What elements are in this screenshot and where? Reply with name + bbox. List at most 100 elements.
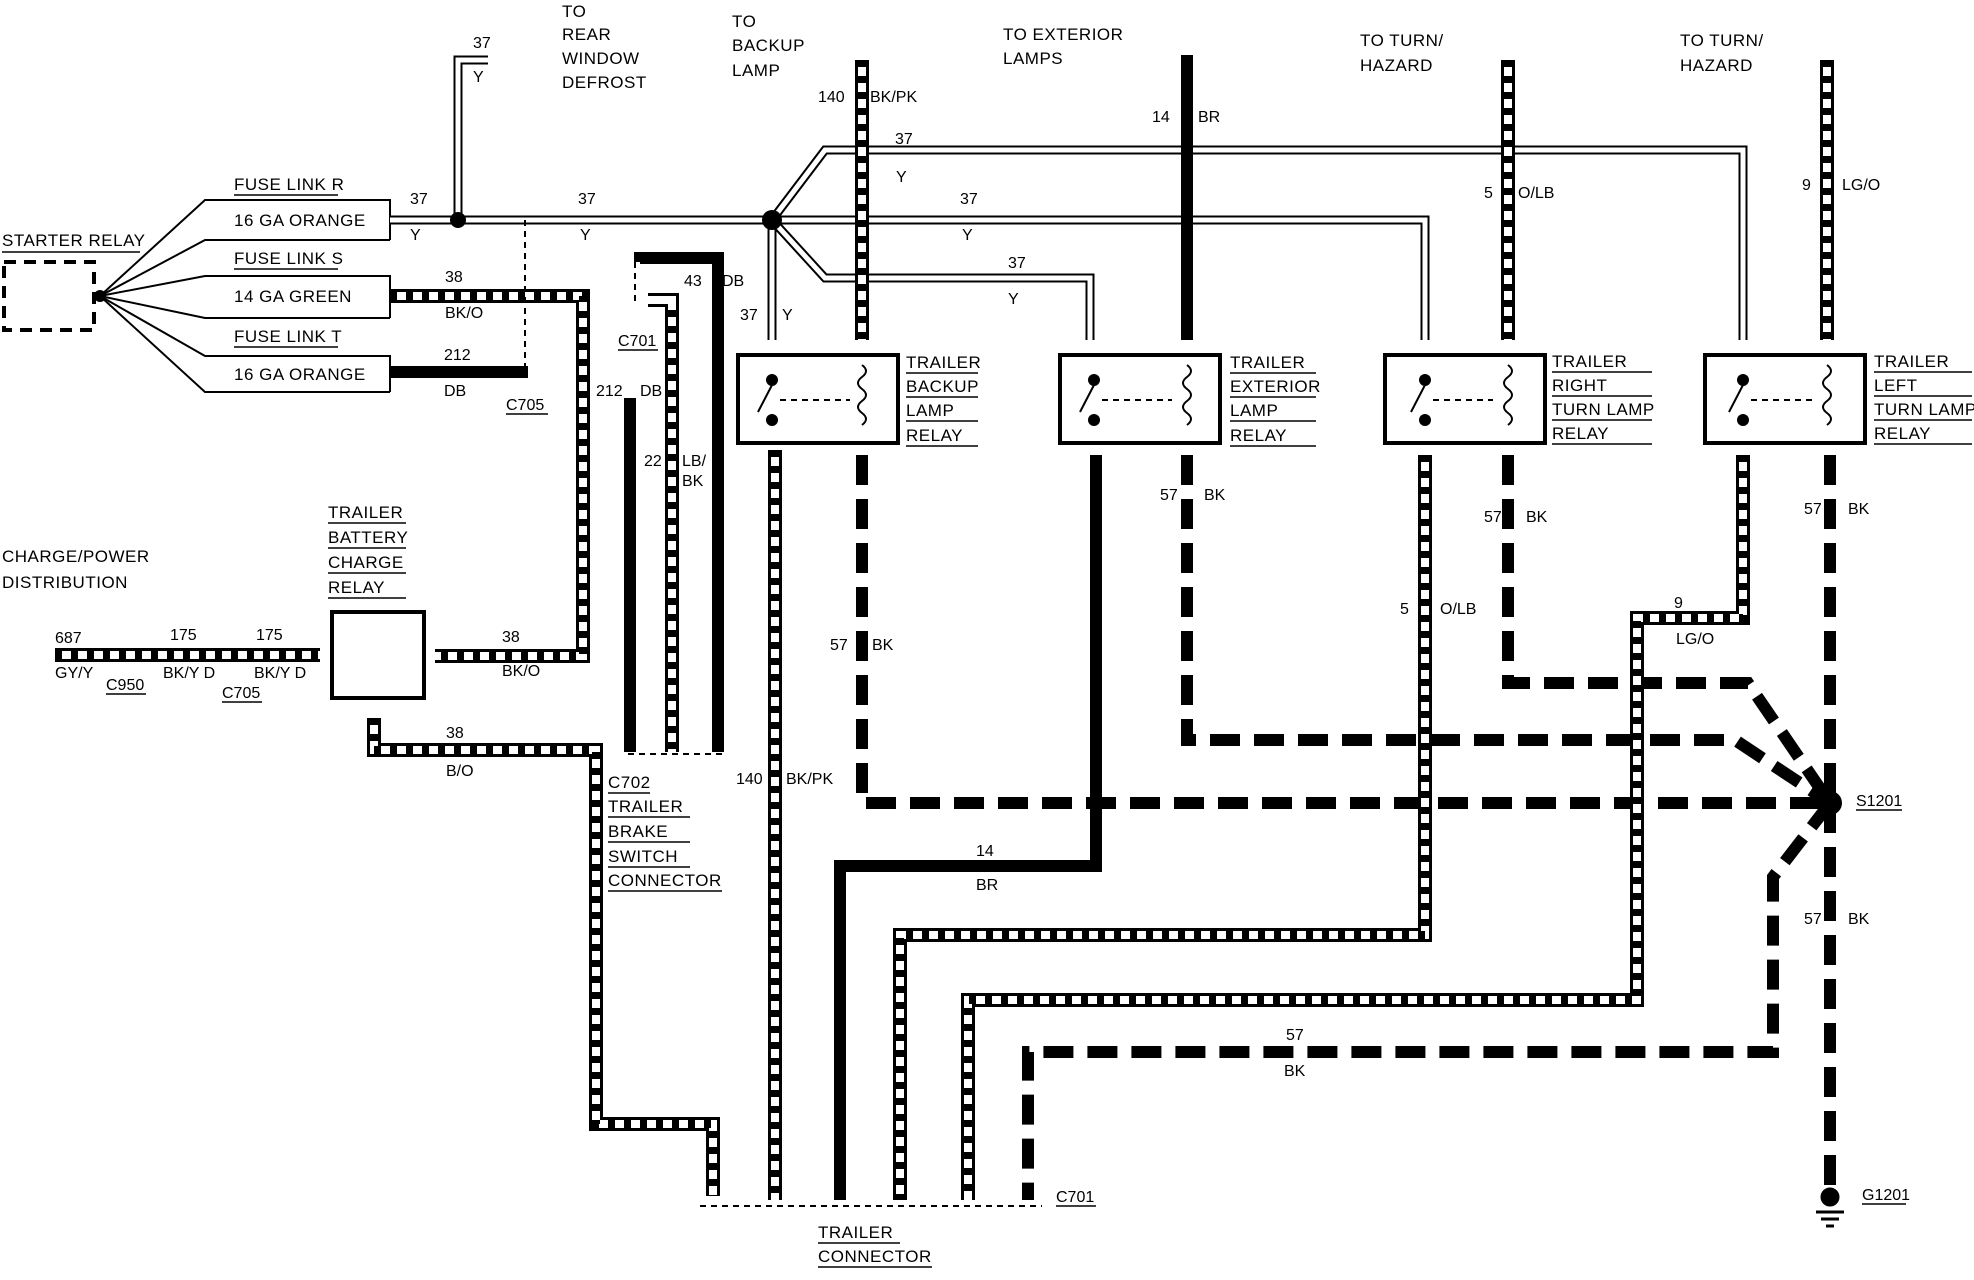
svg-text:RELAY: RELAY (1230, 426, 1287, 445)
label-backup-lamp: TO BACKUP LAMP (732, 12, 805, 80)
wire-label-37c: 37 (895, 131, 913, 148)
label-exterior-lamps: TO EXTERIOR LAMPS (1003, 25, 1123, 68)
wire-label-lgo-bottom: LG/O (1676, 631, 1714, 648)
svg-text:16 GA ORANGE: 16 GA ORANGE (234, 365, 366, 384)
svg-text:RELAY: RELAY (1874, 424, 1931, 443)
wire-38-bo (367, 718, 720, 1196)
wire-label-38b: 38 (502, 629, 520, 646)
svg-text:TRAILER: TRAILER (328, 503, 403, 522)
wire-label-37a: 37 (410, 191, 428, 208)
wire-9-lgo (961, 60, 1834, 1200)
wire-label-y-c: Y (896, 169, 907, 186)
svg-text:BACKUP: BACKUP (732, 36, 805, 55)
wire-label-9-top: 9 (1802, 177, 1811, 194)
wire-label-br-top: BR (1198, 109, 1220, 126)
wire-label-bko-b: BK/O (502, 663, 540, 680)
relay-left-internal (1728, 364, 1832, 426)
svg-text:FUSE LINK T: FUSE LINK T (234, 327, 342, 346)
connector-c950: C950 (106, 677, 144, 694)
wire-5-olb (893, 60, 1515, 1200)
svg-text:TRAILER: TRAILER (1552, 352, 1627, 371)
wire-57-backup (856, 455, 1830, 809)
wire-label-57-ground: 57 (1804, 911, 1822, 928)
wire-43-db (634, 252, 724, 752)
wire-label-olb-bottom: O/LB (1440, 601, 1476, 618)
svg-text:FUSE LINK S: FUSE LINK S (234, 249, 343, 268)
wire-label-bkpk-top: BK/PK (870, 89, 917, 106)
wire-label-bk-right: BK (1526, 509, 1548, 526)
relay-backup-label: TRAILER BACKUP LAMP RELAY (906, 353, 981, 445)
starter-relay-label: STARTER RELAY (2, 231, 145, 250)
wire-label-y-top: Y (473, 69, 484, 86)
wire-label-y-e: Y (1008, 291, 1019, 308)
svg-text:BATTERY: BATTERY (328, 528, 408, 547)
svg-text:HAZARD: HAZARD (1360, 56, 1433, 75)
svg-text:RELAY: RELAY (1552, 424, 1609, 443)
fuse-link-s: FUSE LINK S 14 GA GREEN (234, 249, 351, 306)
wire-label-687: 687 (55, 630, 82, 647)
wire-label-14-bottom: 14 (976, 843, 994, 860)
wire-label-bkyd-b: BK/Y D (254, 665, 306, 682)
wire-label-175a: 175 (170, 627, 197, 644)
svg-text:CONNECTOR: CONNECTOR (608, 871, 722, 890)
svg-text:REAR: REAR (562, 25, 611, 44)
wire-label-y-b: Y (580, 227, 591, 244)
connector-c701-bottom: C701 (1056, 1189, 1094, 1206)
svg-text:TO TURN/: TO TURN/ (1680, 31, 1764, 50)
relay-exterior-label: TRAILER EXTERIOR LAMP RELAY (1230, 353, 1321, 445)
svg-text:LEFT: LEFT (1874, 376, 1918, 395)
wire-label-y-f: Y (782, 307, 793, 324)
wire-label-5-bottom: 5 (1400, 601, 1409, 618)
svg-text:LAMP: LAMP (906, 401, 954, 420)
svg-text:CONNECTOR: CONNECTOR (818, 1247, 932, 1266)
wire-14-br (834, 455, 1102, 1200)
relay-left-turn-label: TRAILER LEFT TURN LAMP RELAY (1874, 352, 1974, 443)
wire-label-y-d: Y (962, 227, 973, 244)
wire-label-y-a: Y (410, 227, 421, 244)
starter-relay-terminal (94, 290, 106, 302)
relay-right-turn-label: TRAILER RIGHT TURN LAMP RELAY (1552, 352, 1655, 443)
connector-c705-upper: C705 (506, 397, 544, 414)
svg-text:TRAILER: TRAILER (1874, 352, 1949, 371)
wire-label-57-trailer: 57 (1286, 1027, 1304, 1044)
battery-relay-label: TRAILER BATTERY CHARGE RELAY (328, 503, 408, 597)
wire-label-57-exterior: 57 (1160, 487, 1178, 504)
wire-label-212b: 212 (596, 383, 623, 400)
label-underlines (234, 194, 1972, 1268)
wire-label-db-43: DB (722, 273, 744, 290)
wire-label-bk-ground: BK (1848, 911, 1870, 928)
svg-text:CHARGE: CHARGE (328, 553, 404, 572)
svg-text:CHARGE/POWER: CHARGE/POWER (2, 547, 150, 566)
wire-140-bkpk (768, 60, 869, 1200)
relay-right-internal (1410, 364, 1513, 426)
svg-text:EXTERIOR: EXTERIOR (1230, 377, 1321, 396)
wire-57-right (1502, 455, 1835, 807)
svg-text:HAZARD: HAZARD (1680, 56, 1753, 75)
wire-label-37-top: 37 (473, 35, 491, 52)
wire-label-olb-top: O/LB (1518, 185, 1554, 202)
wire-label-9-bottom: 9 (1674, 595, 1683, 612)
wire-label-140-bottom: 140 (736, 771, 763, 788)
svg-text:BRAKE: BRAKE (608, 822, 668, 841)
svg-text:RIGHT: RIGHT (1552, 376, 1607, 395)
wire-label-37b: 37 (578, 191, 596, 208)
svg-text:FUSE LINK R: FUSE LINK R (234, 175, 344, 194)
wire-label-bk-backup: BK (872, 637, 894, 654)
wire-label-bo: B/O (446, 763, 474, 780)
svg-text:TURN LAMP: TURN LAMP (1552, 400, 1655, 419)
wire-label-db: DB (444, 383, 466, 400)
wire-label-14-top: 14 (1152, 109, 1170, 126)
svg-text:LAMP: LAMP (732, 61, 780, 80)
wire-label-43: 43 (684, 273, 702, 290)
svg-text:LAMPS: LAMPS (1003, 49, 1063, 68)
svg-text:16 GA ORANGE: 16 GA ORANGE (234, 211, 366, 230)
wire-label-bk-trailer: BK (1284, 1063, 1306, 1080)
wire-label-bkpk-bottom: BK/PK (786, 771, 833, 788)
brake-switch-connector-label: C702 TRAILER BRAKE SWITCH CONNECTOR (608, 773, 722, 890)
ground-icon (1816, 1187, 1844, 1228)
wire-label-37d: 37 (960, 191, 978, 208)
wire-label-38c: 38 (446, 725, 464, 742)
svg-text:TRAILER: TRAILER (818, 1223, 893, 1242)
wire-57-trailer (1022, 799, 1835, 1200)
